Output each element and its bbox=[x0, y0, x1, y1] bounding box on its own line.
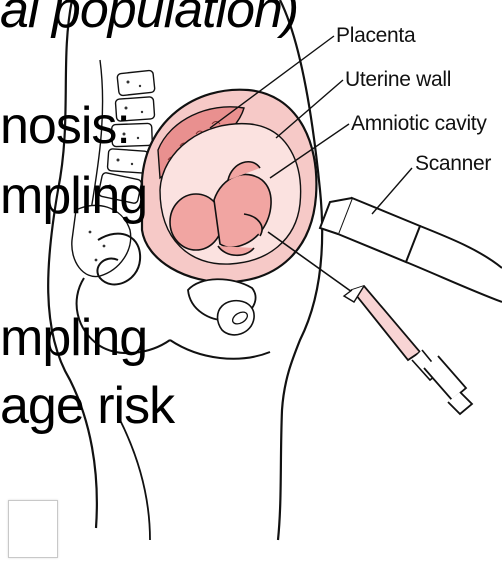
slide-text-line-4: age risk bbox=[0, 380, 174, 432]
pubic-curve bbox=[170, 340, 270, 359]
label-uterine-wall: Uterine wall bbox=[345, 68, 451, 92]
slide-text-top: al population) bbox=[0, 0, 298, 36]
empty-thumbnail[interactable] bbox=[8, 500, 58, 558]
lower-organ bbox=[218, 301, 255, 335]
label-scanner: Scanner bbox=[415, 152, 491, 176]
syringe bbox=[268, 232, 472, 414]
label-placenta: Placenta bbox=[336, 24, 415, 48]
leg-line bbox=[120, 420, 150, 540]
label-amniotic-cavity: Amniotic cavity bbox=[351, 112, 487, 136]
slide-text-line-1: nosis: bbox=[0, 100, 130, 152]
slide-text-line-3: mpling bbox=[0, 312, 147, 364]
scanner-probe bbox=[320, 198, 502, 302]
slide-text-line-2: mpling bbox=[0, 170, 147, 222]
abdomen-outline bbox=[278, 0, 322, 540]
